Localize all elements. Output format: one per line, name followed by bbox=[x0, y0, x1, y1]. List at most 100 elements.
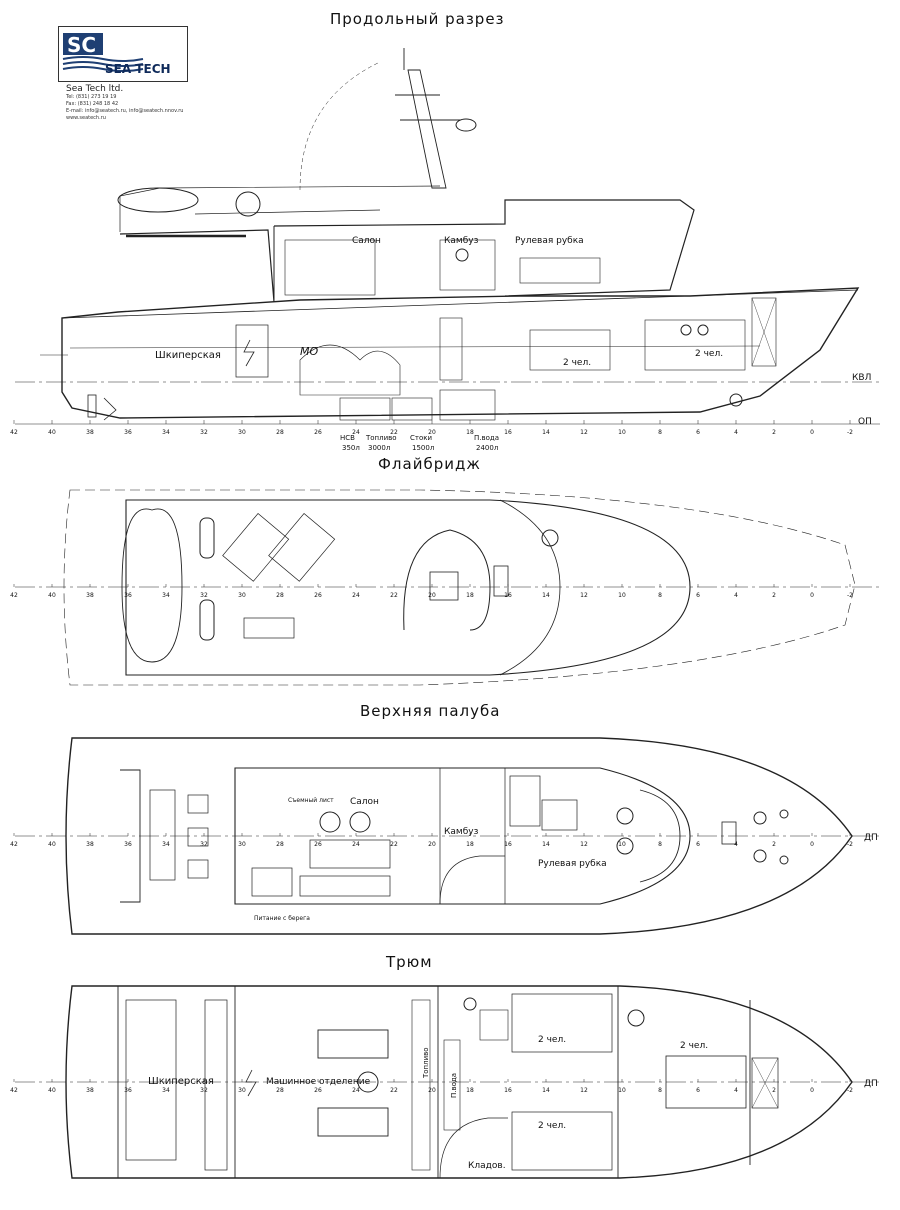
tender-plan bbox=[121, 508, 183, 663]
frame-number: 38 bbox=[86, 841, 94, 848]
label-waterline: КВЛ bbox=[852, 373, 871, 383]
generator bbox=[357, 1071, 379, 1093]
deck-line bbox=[69, 345, 761, 349]
label-dp-hold: ДП bbox=[864, 1079, 878, 1089]
frame-number: 34 bbox=[162, 592, 170, 599]
frame-number: 8 bbox=[658, 841, 662, 848]
company-email: E-mail: info@seatech.ru, info@seatech.nn… bbox=[66, 108, 184, 114]
frame-number: 16 bbox=[504, 429, 512, 436]
helm-seat bbox=[493, 565, 509, 597]
company-logo: SC SEA TECH bbox=[58, 26, 188, 82]
frame-number: 2 bbox=[772, 841, 776, 848]
frame-number: 8 bbox=[658, 1087, 662, 1094]
chain-locker-hold bbox=[751, 1057, 779, 1109]
frame-number: 16 bbox=[504, 1087, 512, 1094]
label-skipper: Шкиперская bbox=[155, 350, 221, 361]
anchor-winch bbox=[753, 849, 767, 863]
frame-number: 30 bbox=[238, 1087, 246, 1094]
porthole bbox=[680, 324, 692, 336]
cabin-fwd bbox=[644, 319, 746, 371]
hull-outline-hold bbox=[65, 985, 853, 1179]
porthole bbox=[455, 248, 469, 262]
tank-name: П.вода bbox=[474, 434, 499, 442]
label-shore-power: Питание с берега bbox=[254, 915, 310, 922]
skipper-berth bbox=[125, 999, 177, 1161]
sunbed-left bbox=[222, 512, 290, 582]
superstructure bbox=[119, 199, 695, 303]
electrical-panel bbox=[235, 324, 269, 378]
label-cabin-1: 2 чел. bbox=[563, 358, 591, 368]
frame-number: 24 bbox=[352, 429, 360, 436]
frame-number: -2 bbox=[847, 429, 853, 436]
label-cabin-2: 2 чел. bbox=[695, 349, 723, 359]
anchor-winch bbox=[753, 811, 767, 825]
logo-graphic: SC SEA TECH bbox=[62, 33, 171, 76]
frame-number: 18 bbox=[466, 841, 474, 848]
company-tel: Tel: (831) 273 19 19 bbox=[66, 94, 117, 100]
label-galley-upper: Камбуз bbox=[444, 827, 479, 837]
frame-number: 24 bbox=[352, 1087, 360, 1094]
electrical-icon-hold bbox=[245, 1069, 257, 1097]
aft-table bbox=[149, 789, 176, 881]
porthole bbox=[697, 324, 709, 336]
frame-number: 38 bbox=[86, 429, 94, 436]
flybridge-outline bbox=[125, 499, 691, 676]
chain-locker bbox=[751, 297, 777, 367]
hull-outline-flybridge bbox=[63, 489, 856, 686]
windlass bbox=[721, 821, 737, 845]
frame-number: 26 bbox=[314, 841, 322, 848]
frame-number: 26 bbox=[314, 592, 322, 599]
frame-number: 12 bbox=[580, 841, 588, 848]
frame-number: 36 bbox=[124, 841, 132, 848]
frame-number: 26 bbox=[314, 429, 322, 436]
chair bbox=[187, 794, 209, 814]
frame-number: 14 bbox=[542, 1087, 550, 1094]
toilet-fwd bbox=[627, 1009, 645, 1027]
frame-number: 20 bbox=[428, 1087, 436, 1094]
frame-number: 40 bbox=[48, 429, 56, 436]
head-aft bbox=[479, 1009, 509, 1041]
tender-profile bbox=[117, 187, 199, 213]
vip-berth bbox=[665, 1055, 747, 1109]
frame-number: 30 bbox=[238, 592, 246, 599]
helm-wheel-flybridge bbox=[235, 191, 261, 217]
frame-number: 0 bbox=[810, 841, 814, 848]
frame-number: 10 bbox=[618, 592, 626, 599]
frame-number: 0 bbox=[810, 429, 814, 436]
galley-area bbox=[439, 239, 496, 291]
tank-water bbox=[439, 389, 496, 421]
frame-number: 10 bbox=[618, 429, 626, 436]
tank-volume: 1500л bbox=[412, 444, 434, 452]
frame-number: 6 bbox=[696, 841, 700, 848]
chain-locker-cross bbox=[751, 1057, 779, 1109]
bow-thruster bbox=[729, 393, 743, 407]
label-baseline: ОП bbox=[858, 417, 872, 427]
frame-number: 36 bbox=[124, 1087, 132, 1094]
salon-sofa bbox=[299, 875, 391, 897]
helm-seating bbox=[403, 529, 491, 631]
hull-outline-upper-deck bbox=[65, 737, 853, 935]
tank-fuel bbox=[339, 397, 391, 421]
cabin-b bbox=[511, 1111, 613, 1171]
frame-number: 2 bbox=[772, 1087, 776, 1094]
engine-starboard bbox=[317, 1107, 389, 1137]
frame-number: 20 bbox=[428, 592, 436, 599]
tank-volume: 350л bbox=[342, 444, 360, 452]
skipper-locker bbox=[204, 999, 228, 1171]
frame-number: 2 bbox=[772, 592, 776, 599]
frame-number: 8 bbox=[658, 429, 662, 436]
label-wheelhouse: Рулевая рубка bbox=[515, 236, 584, 246]
frame-number: 34 bbox=[162, 429, 170, 436]
svg-text:SC: SC bbox=[67, 33, 96, 57]
frame-number: 8 bbox=[658, 592, 662, 599]
propeller bbox=[103, 397, 117, 421]
label-galley: Камбуз bbox=[444, 236, 479, 246]
frame-number: 6 bbox=[696, 592, 700, 599]
label-dp-upper: ДП bbox=[864, 833, 878, 843]
section-title-profile: Продольный разрез bbox=[330, 10, 505, 28]
